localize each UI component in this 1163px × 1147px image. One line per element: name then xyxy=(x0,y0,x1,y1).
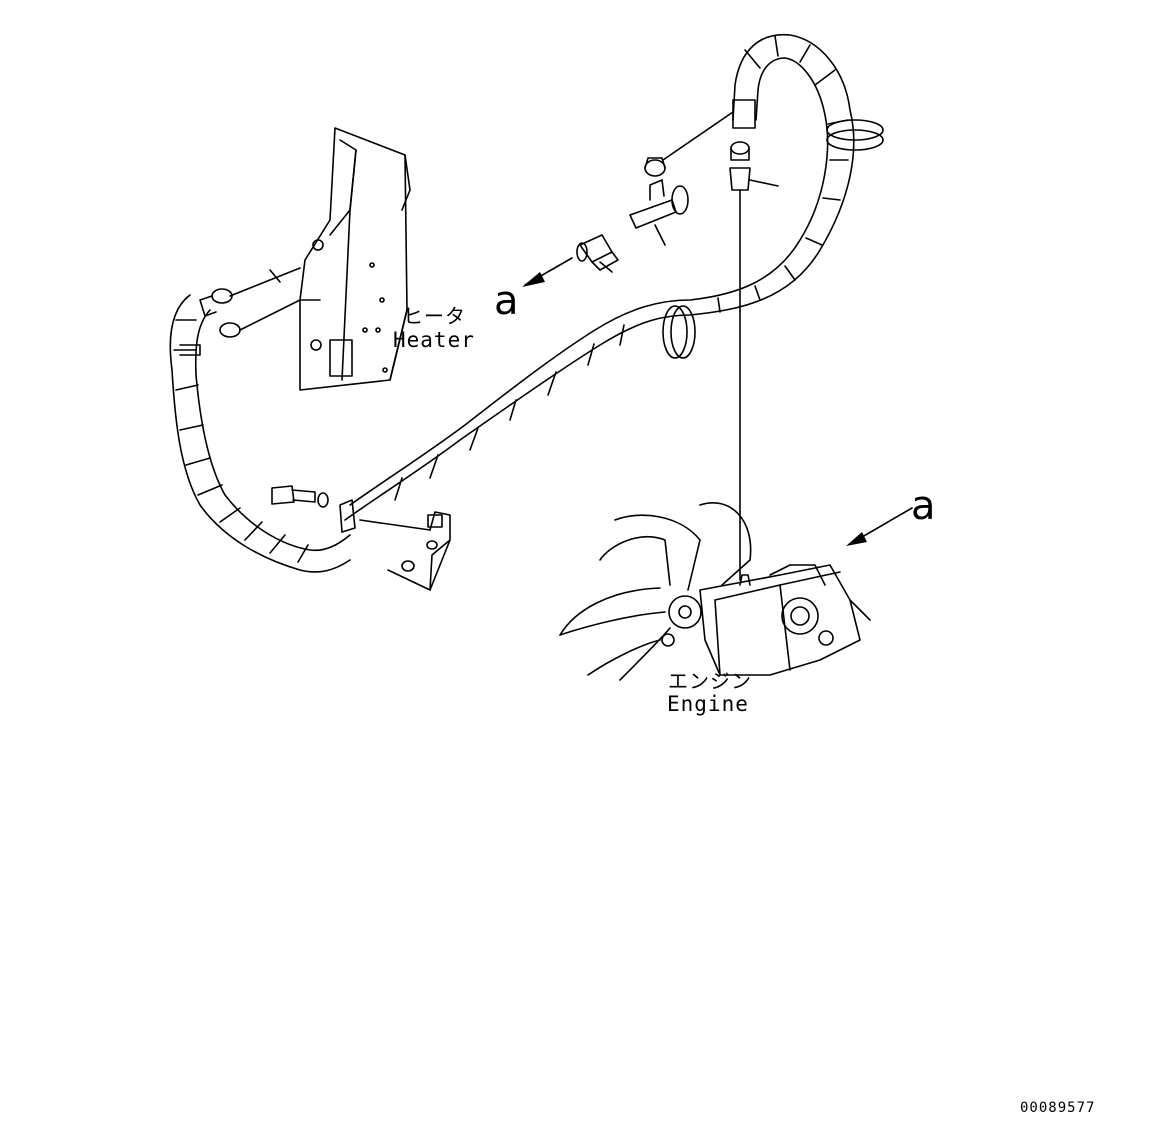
heater-label-jp: ヒータ xyxy=(403,304,466,328)
engine xyxy=(559,502,871,681)
heater-unit xyxy=(299,127,411,391)
heater-hose-diagonal xyxy=(344,33,884,521)
engine-label-en: Engine xyxy=(667,692,749,716)
reference-a-left: a xyxy=(494,278,519,324)
hose-bracket xyxy=(271,485,451,591)
engine-label-jp: エンジン xyxy=(668,669,752,693)
upper-fittings xyxy=(576,111,779,581)
heater-label-en: Heater xyxy=(393,328,475,352)
heater-hose-left xyxy=(169,294,351,573)
reference-a-right: a xyxy=(911,483,936,529)
heater-clamps xyxy=(199,267,301,338)
drawing-number: 00089577 xyxy=(1020,1100,1096,1116)
